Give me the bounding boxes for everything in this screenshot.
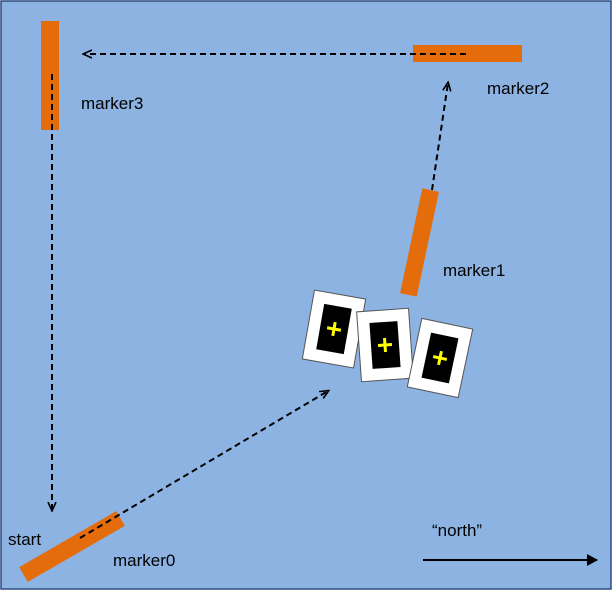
marker0-label: marker0 (113, 551, 175, 570)
marker0-bar (19, 511, 125, 582)
card-group (301, 289, 474, 399)
plus-icon (377, 337, 393, 353)
arrow-start-to-cards (79, 391, 328, 539)
plus-icon (326, 321, 342, 337)
north-label: “north” (432, 521, 482, 540)
card-1 (301, 289, 367, 369)
marker3-bar (41, 21, 59, 130)
plus-icon (432, 350, 448, 366)
marker2-bar (413, 45, 522, 62)
marker1-label: marker1 (443, 261, 505, 280)
card-2 (356, 307, 414, 383)
arrow-marker1-to-marker2 (431, 83, 448, 191)
markers (19, 21, 522, 582)
marker1-bar (400, 188, 439, 297)
path-arrows (52, 54, 466, 539)
marker3-label: marker3 (81, 94, 143, 113)
start-label: start (8, 530, 41, 549)
card-3 (406, 317, 474, 399)
marker2-label: marker2 (487, 79, 549, 98)
